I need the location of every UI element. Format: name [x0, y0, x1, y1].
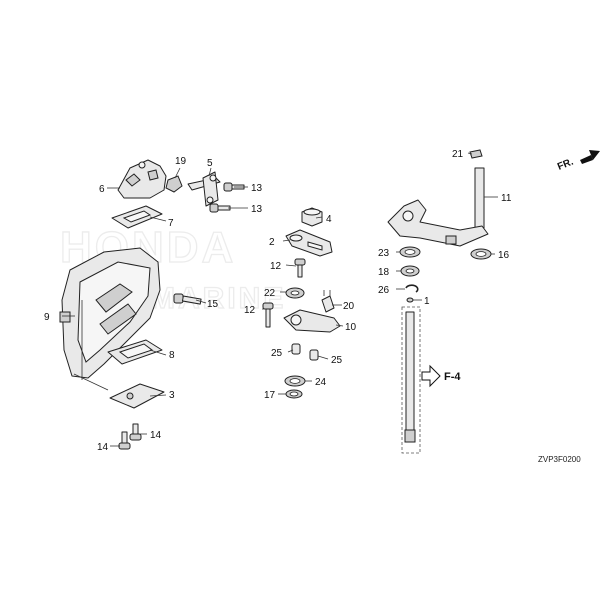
callout-23[interactable]: 23 — [378, 248, 390, 259]
callout-15[interactable]: 15 — [207, 299, 219, 310]
callout-9[interactable]: 9 — [44, 312, 50, 323]
part-4-bushing[interactable] — [301, 207, 323, 227]
callout-13-lower[interactable]: 13 — [251, 204, 263, 215]
arrow-icon — [580, 150, 600, 160]
watermark-subtext: MARINE — [150, 282, 286, 315]
part-20-clip[interactable] — [321, 290, 335, 313]
part-14-bolt-left[interactable] — [118, 431, 131, 450]
callout-19[interactable]: 19 — [175, 156, 187, 167]
callout-14-right[interactable]: 14 — [150, 430, 162, 441]
part-19-clip[interactable] — [165, 175, 183, 193]
callout-10[interactable]: 10 — [345, 322, 357, 333]
callout-12-lower[interactable]: 12 — [244, 305, 256, 316]
callout-24[interactable]: 24 — [315, 377, 327, 388]
part-18-washer[interactable] — [400, 265, 420, 277]
part-22-washer[interactable] — [285, 287, 305, 299]
callout-12-upper[interactable]: 12 — [270, 261, 282, 272]
part-25-grommet-right[interactable] — [309, 349, 319, 361]
callout-1[interactable]: 1 — [424, 296, 430, 307]
part-8-plate[interactable] — [107, 339, 163, 365]
part-16-washer[interactable] — [470, 248, 492, 260]
front-direction-label: FR. — [556, 156, 575, 172]
cross-reference-label: F-4 — [444, 371, 461, 383]
callout-4[interactable]: 4 — [326, 214, 332, 225]
part-7-plate[interactable] — [111, 205, 163, 229]
callout-26[interactable]: 26 — [378, 285, 390, 296]
callout-14-left[interactable]: 14 — [97, 442, 109, 453]
part-5-link[interactable] — [187, 171, 221, 207]
part-3-plate[interactable] — [109, 383, 165, 409]
part-14-bolt-right[interactable] — [129, 423, 142, 441]
part-2-arm[interactable] — [285, 229, 333, 257]
part-23-washer[interactable] — [399, 246, 421, 258]
cross-reference-f4[interactable]: F-4 — [421, 364, 461, 388]
part-17-washer[interactable] — [285, 389, 303, 399]
callout-8[interactable]: 8 — [169, 350, 175, 361]
part-11-shift-shaft[interactable] — [387, 167, 489, 247]
shift-rod-reference — [401, 306, 421, 454]
callout-7[interactable]: 7 — [168, 218, 174, 229]
part-10-lever[interactable] — [283, 309, 341, 333]
part-12-bolt-lower[interactable] — [262, 302, 274, 328]
part-9-housing[interactable] — [59, 247, 161, 391]
callout-6[interactable]: 6 — [99, 184, 105, 195]
front-direction-arrow: FR. — [556, 150, 600, 173]
callout-22[interactable]: 22 — [264, 288, 276, 299]
callout-25-right[interactable]: 25 — [331, 355, 343, 366]
callout-2[interactable]: 2 — [269, 237, 275, 248]
callout-18[interactable]: 18 — [378, 267, 390, 278]
callout-labels: 6 19 5 13 13 7 9 15 8 3 14 14 4 2 12 22 … — [44, 149, 512, 453]
callout-11[interactable]: 11 — [501, 193, 512, 204]
part-12-bolt-upper[interactable] — [294, 258, 306, 278]
callout-5[interactable]: 5 — [207, 158, 213, 169]
part-26-snap-ring[interactable] — [405, 284, 419, 293]
part-6-bracket[interactable] — [117, 159, 167, 199]
callout-21[interactable]: 21 — [452, 149, 464, 160]
part-24-washer[interactable] — [284, 375, 306, 387]
callout-16[interactable]: 16 — [498, 250, 510, 261]
part-13-bolt-lower[interactable] — [209, 203, 231, 213]
part-21-pin[interactable] — [469, 149, 483, 159]
callout-3[interactable]: 3 — [169, 390, 175, 401]
callout-20[interactable]: 20 — [343, 301, 355, 312]
part-1-pin[interactable] — [406, 297, 414, 303]
callout-13-upper[interactable]: 13 — [251, 183, 263, 194]
callout-25-left[interactable]: 25 — [271, 348, 283, 359]
diagram-code: ZVP3F0200 — [538, 455, 581, 464]
callout-17[interactable]: 17 — [264, 390, 276, 401]
part-25-grommet-left[interactable] — [291, 343, 301, 355]
leader-lines — [62, 152, 498, 447]
